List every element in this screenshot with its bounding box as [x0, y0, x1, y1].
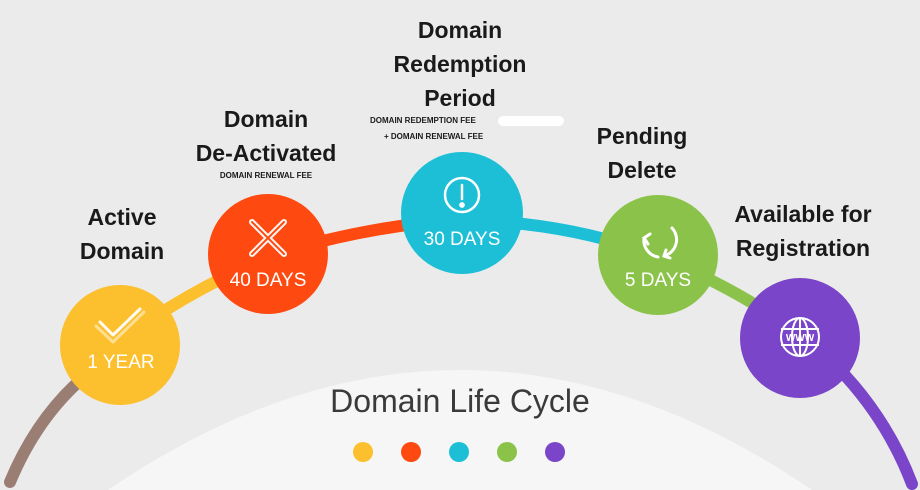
stage-fee-note: DOMAIN REDEMPTION FEE — [370, 116, 476, 125]
stage-title-line: Pending — [597, 123, 688, 149]
stage-pending-delete: Pending Delete 5 DAYS — [597, 123, 718, 315]
stage-title-line: Available for — [734, 201, 871, 227]
center-dome — [108, 370, 812, 490]
stage-title-line: Domain — [80, 238, 164, 264]
stage-duration-badge: 1 YEAR — [87, 352, 154, 373]
legend-dot — [497, 442, 517, 462]
legend-dot — [401, 442, 421, 462]
www-label: WWW — [786, 333, 815, 344]
stage-duration-badge: 5 DAYS — [625, 270, 691, 291]
stage-redemption-period: Domain Redemption Period DOMAIN REDEMPTI… — [370, 17, 564, 274]
stage-title-line: Registration — [736, 235, 870, 261]
stage-circle-active — [60, 285, 180, 405]
legend-dot — [353, 442, 373, 462]
exclamation-icon — [443, 176, 481, 214]
www-globe-icon — [780, 317, 820, 357]
stage-duration-badge: 40 DAYS — [230, 270, 307, 291]
stage-title-line: Delete — [607, 157, 676, 183]
stage-title-line: Active — [87, 204, 156, 230]
stage-title-line: De-Activated — [196, 140, 337, 166]
x-icon — [249, 219, 287, 257]
stage-domain-deactivated: Domain De-Activated DOMAIN RENEWAL FEE 4… — [196, 106, 337, 314]
stage-fee-note: DOMAIN RENEWAL FEE — [220, 171, 313, 180]
refresh-icon — [641, 226, 679, 260]
stage-title-line: Period — [424, 85, 496, 111]
legend-dot — [545, 442, 565, 462]
stage-available-registration: Available for Registration WWW — [734, 201, 872, 398]
stage-circle-pending — [598, 195, 718, 315]
stage-fee-note: + DOMAIN RENEWAL FEE — [384, 132, 484, 141]
stage-title-line: Domain — [224, 106, 308, 132]
check-icon — [94, 307, 146, 344]
legend-dots — [353, 442, 565, 462]
stage-duration-badge: 30 DAYS — [424, 229, 501, 250]
stage-title-line: Domain — [418, 17, 502, 43]
redacted-mark — [498, 116, 564, 126]
stage-circle-deactivated — [208, 194, 328, 314]
diagram-title: Domain Life Cycle — [330, 383, 590, 419]
stage-title-line: Redemption — [394, 51, 527, 77]
legend-dot — [449, 442, 469, 462]
stage-active-domain: Active Domain 1 YEAR — [60, 204, 180, 405]
